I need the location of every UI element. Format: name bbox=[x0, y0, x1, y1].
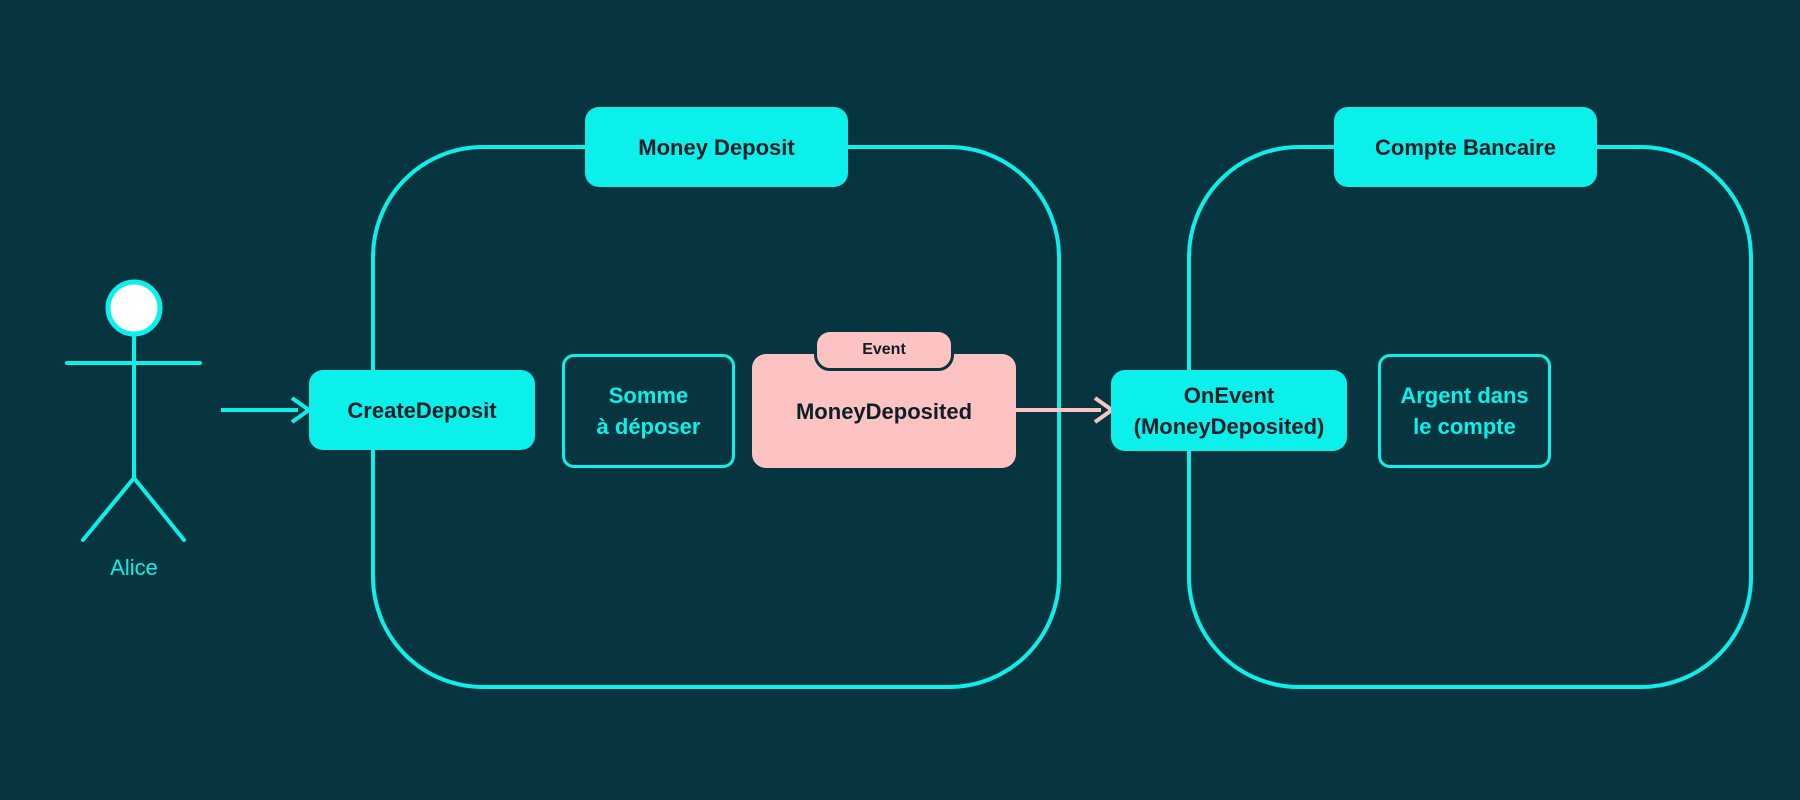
arrow-event-to-handler bbox=[1015, 396, 1114, 424]
compte-bancaire-title: Compte Bancaire bbox=[1334, 107, 1597, 187]
stick-figure-icon bbox=[65, 279, 202, 542]
argent-dans-le-compte-data: Argent dans le compte bbox=[1378, 354, 1551, 468]
on-event-handler: OnEvent (MoneyDeposited) bbox=[1111, 370, 1347, 451]
event-tag: Event bbox=[814, 329, 954, 371]
money-deposit-title: Money Deposit bbox=[585, 107, 848, 187]
create-deposit-command: CreateDeposit bbox=[309, 370, 535, 450]
actor-name: Alice bbox=[110, 555, 158, 580]
arrow-actor-to-command bbox=[221, 396, 311, 424]
money-deposited-event: MoneyDeposited bbox=[752, 354, 1016, 468]
somme-a-deposer-data: Somme à déposer bbox=[562, 354, 735, 468]
